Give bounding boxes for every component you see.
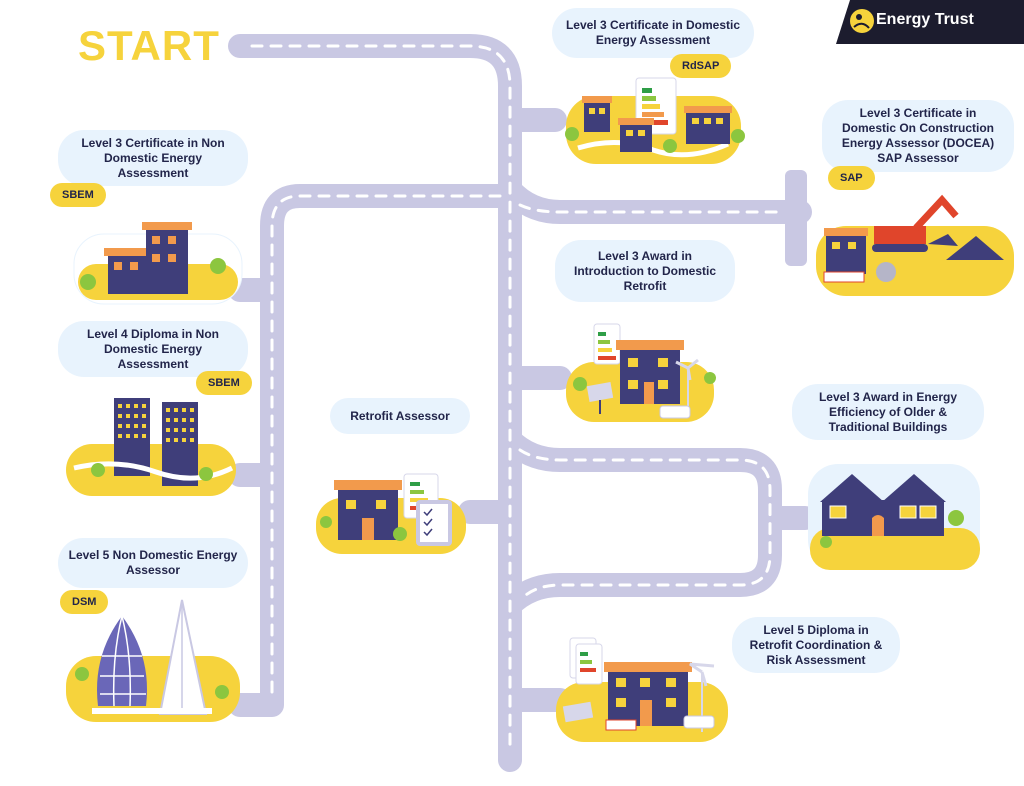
qualification-title-domestic-energy-assessment: Level 3 Certificate in Domestic Energy A… [552,8,754,58]
qualification-title-retrofit-assessor: Retrofit Assessor [330,398,470,434]
qualification-title-docea-sap: Level 3 Certificate in Domestic On Const… [822,100,1014,172]
qualification-title-domestic-retrofit: Level 3 Award in Introduction to Domesti… [555,240,735,302]
non-domestic-houses-scene [73,222,243,305]
qualification-title-level4-non-domestic: Level 4 Diploma in Non Domestic Energy A… [58,321,248,377]
towers-scene [66,398,236,496]
houses-scene [565,77,745,164]
qualification-badge-rdsap: RdSAP [670,54,732,78]
retrofit-coordination-scene [556,637,728,742]
brand-name: Energy Trust [876,11,974,28]
qualification-title-level5-non-domestic: Level 5 Non Domestic Energy Assessor [58,538,248,588]
qualification-badge-sap: SAP [828,166,875,190]
skyscrapers-scene [66,599,240,722]
construction-scene [816,194,1014,296]
traditional-buildings-scene [808,464,980,570]
start-label: START [78,22,220,69]
energy-trust-logo: Energy Trust [836,0,1024,44]
qualification-title-non-domestic-energy-assessment: Level 3 Certificate in Non Domestic Ener… [58,130,248,186]
qualification-badge-sbem-1: SBEM [50,183,106,207]
qualification-badge-sbem-2: SBEM [196,371,252,395]
qualification-badge-dsm: DSM [60,590,109,614]
retrofit-assessor-scene [316,473,466,554]
qualification-title-older-traditional-buildings: Level 3 Award in Energy Efficiency of Ol… [792,384,984,440]
retrofit-house-scene [566,323,716,422]
qualification-title-retrofit-coordination: Level 5 Diploma in Retrofit Coordination… [732,617,900,673]
